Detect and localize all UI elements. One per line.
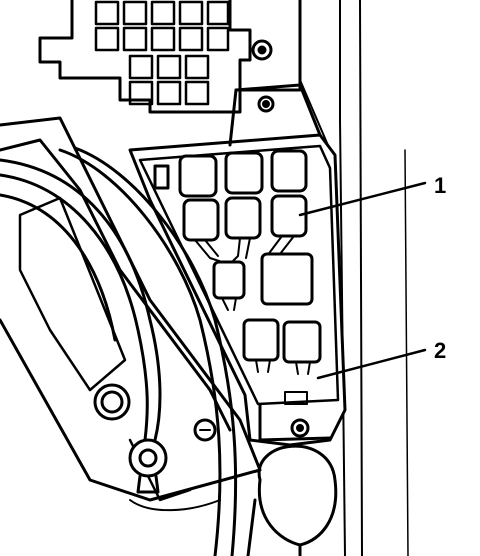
callout-2-leader [316, 348, 427, 380]
callout-leaders [298, 181, 427, 380]
callout-1-label: 1 [434, 173, 446, 198]
callout-2-label: 2 [434, 338, 446, 363]
relay-row-top [153, 149, 308, 242]
callout-1-leader [298, 181, 427, 217]
ground-terminal [128, 438, 221, 512]
upper-fuse-grid [38, 0, 302, 114]
relay-row-bottom [212, 252, 322, 375]
battery-cable [0, 146, 238, 556]
round-component [246, 444, 338, 556]
